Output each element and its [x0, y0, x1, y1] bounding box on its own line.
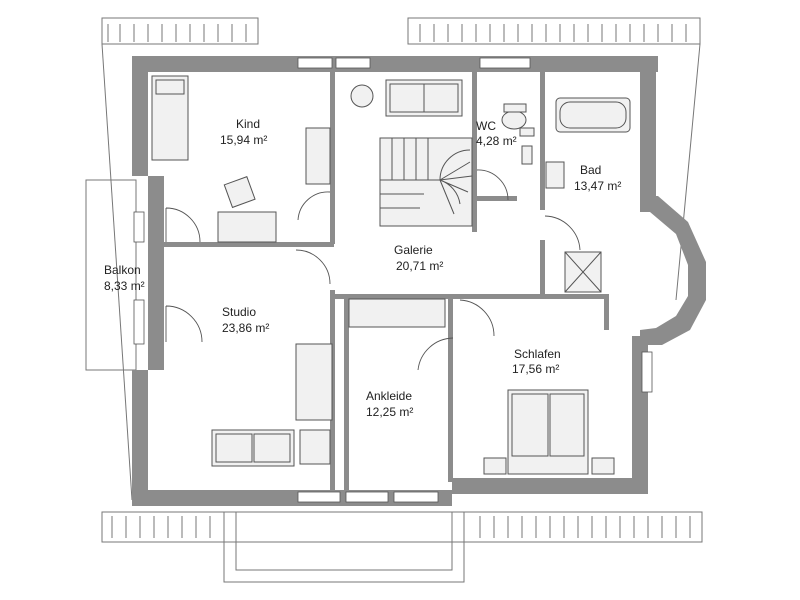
- svg-text:Kind: Kind: [236, 117, 260, 131]
- roof-outline-top: [101, 17, 701, 501]
- roof-outline-bottom: [101, 511, 703, 583]
- room-label-studio: Studio 23,86 m²: [222, 305, 269, 335]
- windows: [133, 57, 653, 503]
- bad-fixtures: [545, 97, 631, 293]
- ankleide-furniture: [348, 298, 454, 371]
- svg-text:20,71 m²: 20,71 m²: [396, 259, 443, 273]
- svg-text:12,25 m²: 12,25 m²: [366, 405, 413, 419]
- balcony-outline: [85, 179, 137, 371]
- room-label-bad: Bad 13,47 m²: [574, 163, 621, 193]
- side-table: [299, 429, 331, 465]
- desk-kind: [217, 211, 277, 243]
- svg-text:15,94 m²: 15,94 m²: [220, 133, 267, 147]
- kind-furniture: [151, 75, 331, 243]
- wardrobe-ankleide: [348, 298, 446, 328]
- schlafen-furniture: [459, 299, 615, 475]
- svg-text:4,28 m²: 4,28 m²: [476, 134, 517, 148]
- nightstand-left: [483, 457, 507, 475]
- plant: [350, 84, 374, 108]
- room-label-galerie: Galerie 20,71 m²: [394, 243, 443, 273]
- wc-fixtures: [501, 103, 535, 165]
- svg-text:Studio: Studio: [222, 305, 256, 319]
- svg-text:Galerie: Galerie: [394, 243, 433, 257]
- svg-text:8,33 m²: 8,33 m²: [104, 279, 145, 293]
- chair-kind: [223, 176, 256, 209]
- toilet: [501, 110, 527, 130]
- galerie-furniture: [295, 79, 581, 285]
- staircase: [379, 137, 473, 227]
- svg-text:13,47 m²: 13,47 m²: [574, 179, 621, 193]
- room-label-schlafen: Schlafen 17,56 m²: [512, 347, 561, 376]
- sink-bad: [545, 161, 565, 189]
- svg-text:Ankleide: Ankleide: [366, 389, 412, 403]
- sink-wc: [521, 145, 533, 165]
- svg-text:Schlafen: Schlafen: [514, 347, 561, 361]
- svg-text:Bad: Bad: [580, 163, 601, 177]
- svg-text:Balkon: Balkon: [104, 263, 141, 277]
- room-label-kind: Kind 15,94 m²: [220, 117, 267, 147]
- room-label-balkon: Balkon 8,33 m²: [104, 263, 145, 293]
- nightstand-right: [591, 457, 615, 475]
- sofa-studio: [295, 343, 333, 421]
- svg-text:17,56 m²: 17,56 m²: [512, 362, 559, 376]
- svg-text:WC: WC: [476, 119, 496, 133]
- svg-text:23,86 m²: 23,86 m²: [222, 321, 269, 335]
- room-label-ankleide: Ankleide 12,25 m²: [366, 389, 413, 419]
- room-label-wc: WC 4,28 m²: [476, 119, 517, 148]
- studio-furniture: [165, 305, 333, 467]
- wardrobe-kind: [305, 127, 331, 185]
